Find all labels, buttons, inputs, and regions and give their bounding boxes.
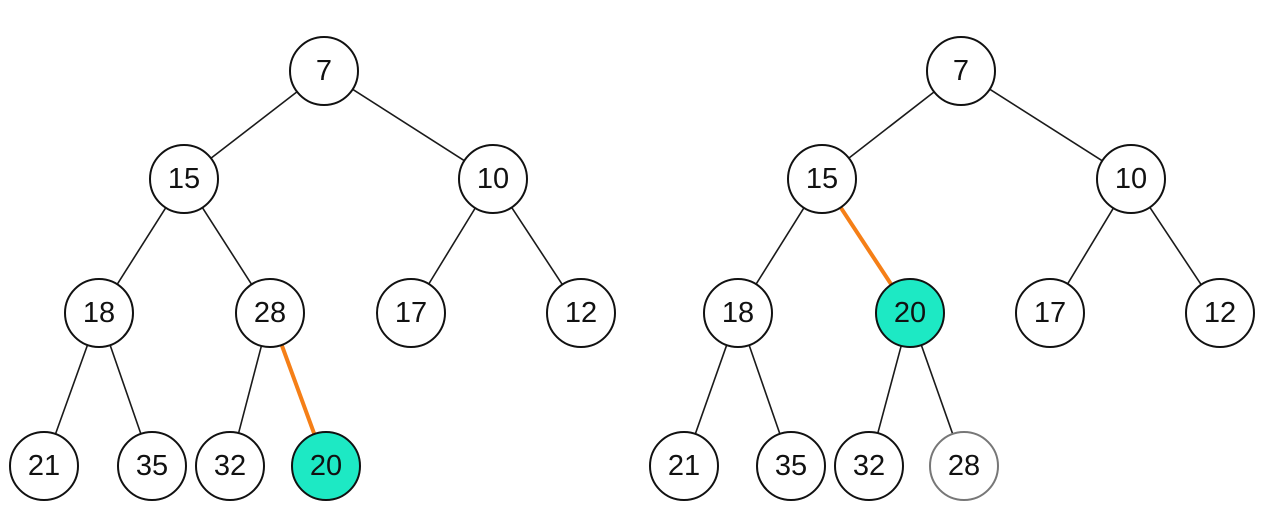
node-circle (1096, 144, 1166, 214)
edge-n28-n20 (279, 344, 317, 435)
node-label: 12 (1204, 297, 1236, 329)
node-label: 12 (565, 297, 597, 329)
heap-node-12: 12 (1185, 278, 1255, 348)
node-label: 17 (395, 297, 427, 329)
node-circle (787, 144, 857, 214)
node-circle (289, 36, 359, 106)
node-label: 32 (214, 450, 246, 482)
node-circle (703, 278, 773, 348)
heap-node-7: 7 (926, 36, 996, 106)
edge-n15-n18 (755, 207, 805, 285)
edge-n18-n35 (748, 344, 781, 435)
node-label: 10 (1115, 163, 1147, 195)
edge-n10-n17 (428, 207, 476, 285)
node-label: 20 (310, 450, 342, 482)
heap-node-10: 10 (1096, 144, 1166, 214)
node-label: 10 (477, 163, 509, 195)
heap-node-32: 32 (834, 431, 904, 501)
edge-n15-n20 (838, 206, 894, 286)
node-circle (235, 278, 305, 348)
heap-node-32: 32 (195, 431, 265, 501)
node-label: 7 (316, 55, 332, 87)
node-label: 21 (28, 450, 60, 482)
node-circle (64, 278, 134, 348)
node-label: 20 (894, 297, 926, 329)
heap-node-12: 12 (546, 278, 616, 348)
node-circle (1015, 278, 1085, 348)
node-circle (117, 431, 187, 501)
node-circle (834, 431, 904, 501)
node-circle (149, 144, 219, 214)
node-circle (756, 431, 826, 501)
node-label: 15 (168, 163, 200, 195)
node-circle (195, 431, 265, 501)
node-label: 17 (1034, 297, 1066, 329)
heap-node-18: 18 (703, 278, 773, 348)
heap-node-7: 7 (289, 36, 359, 106)
edge-n20-n32 (877, 345, 902, 434)
heap-node-21: 21 (649, 431, 719, 501)
edge-n28-n32 (237, 345, 263, 434)
heap-node-20: 20 (875, 278, 945, 348)
node-circle (649, 431, 719, 501)
heap-node-21: 21 (9, 431, 79, 501)
node-circle (1185, 278, 1255, 348)
edge-n7-n10 (989, 88, 1103, 162)
heap-tree-before: 7 15 10 18 28 17 12 21 35 32 20 (9, 36, 616, 501)
heap-tree-after: 7 15 10 18 20 17 12 21 35 32 28 (649, 36, 1255, 501)
heap-node-10: 10 (458, 144, 528, 214)
edge-n18-n21 (54, 344, 89, 435)
node-label: 32 (853, 450, 885, 482)
heap-node-28: 28 (235, 278, 305, 348)
edge-n7-n15 (848, 91, 935, 159)
heap-node-28: 28 (929, 431, 999, 501)
edge-n7-n15 (210, 91, 298, 159)
heap-node-35: 35 (756, 431, 826, 501)
heap-node-17: 17 (1015, 278, 1085, 348)
edge-n15-n18 (116, 207, 167, 285)
heap-node-17: 17 (376, 278, 446, 348)
heap-node-18: 18 (64, 278, 134, 348)
node-circle (458, 144, 528, 214)
node-circle (929, 431, 999, 501)
node-label: 18 (722, 297, 754, 329)
node-label: 15 (806, 163, 838, 195)
node-label: 35 (136, 450, 168, 482)
edge-n10-n12 (1149, 206, 1202, 286)
node-label: 21 (668, 450, 700, 482)
node-circle (926, 36, 996, 106)
edge-n20-n28 (920, 344, 954, 435)
node-label: 28 (948, 450, 980, 482)
edge-n18-n21 (694, 344, 728, 435)
heap-node-15: 15 (149, 144, 219, 214)
node-circle (9, 431, 79, 501)
edge-n10-n17 (1066, 207, 1115, 285)
node-circle (546, 278, 616, 348)
edge-n7-n10 (352, 88, 465, 162)
edge-n18-n35 (109, 344, 142, 435)
node-circle (376, 278, 446, 348)
edge-n10-n12 (510, 206, 564, 286)
node-circle (291, 431, 361, 501)
heap-node-35: 35 (117, 431, 187, 501)
heap-node-20: 20 (291, 431, 361, 501)
node-label: 35 (775, 450, 807, 482)
node-label: 7 (953, 55, 969, 87)
edge-n15-n28 (201, 207, 253, 285)
heap-node-15: 15 (787, 144, 857, 214)
node-label: 18 (83, 297, 115, 329)
node-circle (875, 278, 945, 348)
node-label: 28 (254, 297, 286, 329)
